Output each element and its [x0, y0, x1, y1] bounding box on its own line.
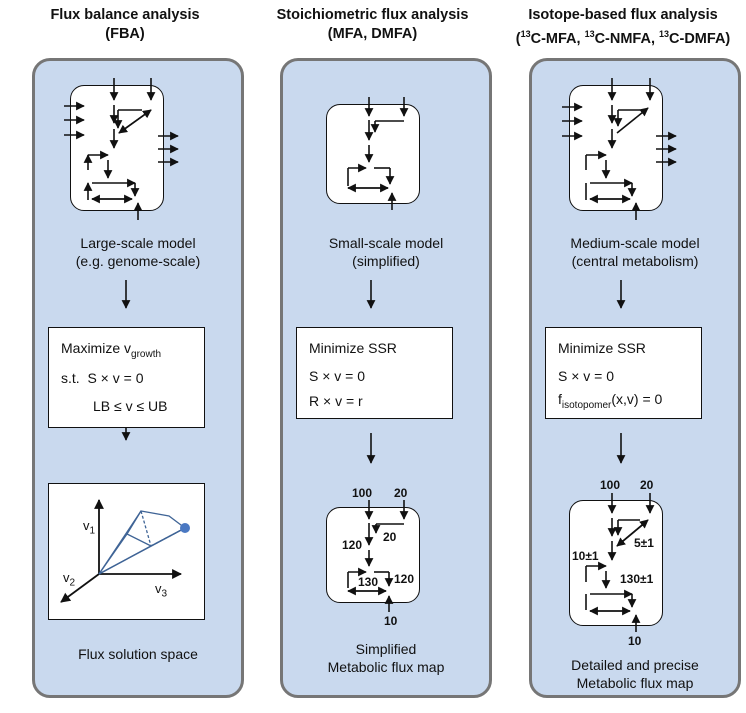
c13-result-caption: Detailed and precise Metabolic flux map: [571, 657, 699, 691]
fba-objective: Maximize vgrowth: [61, 340, 162, 360]
c13-label-20: 20: [640, 478, 654, 492]
c13-constraint-1: S × v = 0: [558, 368, 615, 384]
fba-axis-v3: v3: [155, 581, 168, 600]
header-mfa-subtitle: (MFA, DMFA): [327, 26, 418, 42]
mfa-result-caption: Simplified Metabolic flux map: [327, 641, 445, 675]
fba-constraint-2: LB ≤ v ≤ UB: [93, 398, 168, 414]
header-mfa: Stoichiometric flux analysis (MFA, DMFA): [255, 6, 490, 44]
mfa-constraint-1: S × v = 0: [309, 368, 366, 384]
fba-optimization-box: Maximize vgrowth s.t. S × v = 0 LB ≤ v ≤…: [48, 327, 205, 428]
mfa-model-caption: Small-scale model (simplified): [328, 235, 444, 269]
c13-model-caption: Medium-scale model (central metabolism): [570, 235, 700, 269]
fba-result-caption: Flux solution space: [78, 646, 198, 662]
mfa-cell-model: [326, 104, 420, 204]
mfa-optimization-box: Minimize SSR S × v = 0 R × v = r: [296, 327, 453, 419]
header-mfa-title: Stoichiometric flux analysis: [276, 7, 469, 23]
fba-model-caption: Large-scale model (e.g. genome-scale): [75, 235, 201, 269]
mfa-label-120-left: 120: [342, 538, 363, 552]
header-fba-subtitle: (FBA): [105, 26, 145, 42]
mfa-flux-map-cell: [326, 507, 420, 603]
fba-solution-space-plot: [60, 499, 190, 603]
header-fba: Flux balance analysis (FBA): [20, 6, 230, 44]
c13-label-10pm1: 10±1: [572, 549, 599, 563]
fba-constraint-1: s.t. S × v = 0: [61, 370, 144, 386]
c13-label-5pm1: 5±1: [634, 536, 654, 550]
header-13c-subtitle: (13C-MFA, 13C-NMFA, 13C-DMFA): [515, 29, 731, 47]
fba-axis-v2: v2: [63, 570, 76, 589]
mfa-label-20-top: 20: [394, 486, 408, 500]
header-13c-title: Isotope-based flux analysis: [528, 7, 718, 23]
c13-label-10: 10: [628, 634, 642, 648]
mfa-label-20-mid: 20: [383, 530, 397, 544]
fba-solution-space-box: v1 v2 v3: [48, 483, 205, 620]
mfa-label-100: 100: [352, 486, 373, 500]
c13-optimization-box: Minimize SSR S × v = 0 fisotopomer(x,v) …: [545, 327, 702, 419]
mfa-constraint-2: R × v = r: [309, 393, 363, 409]
header-13c: Isotope-based flux analysis (13C-MFA, 13…: [500, 6, 746, 49]
header-fba-title: Flux balance analysis: [50, 7, 200, 23]
fba-axis-v1: v1: [83, 518, 96, 537]
mfa-label-10: 10: [384, 614, 398, 628]
c13-constraint-2: fisotopomer(x,v) = 0: [558, 391, 663, 411]
c13-label-130pm1: 130±1: [620, 572, 654, 586]
mfa-objective: Minimize SSR: [309, 340, 397, 356]
c13-objective: Minimize SSR: [558, 340, 646, 356]
mfa-label-120-right: 120: [394, 572, 415, 586]
mfa-label-130: 130: [358, 575, 379, 589]
c13-label-100: 100: [600, 478, 621, 492]
